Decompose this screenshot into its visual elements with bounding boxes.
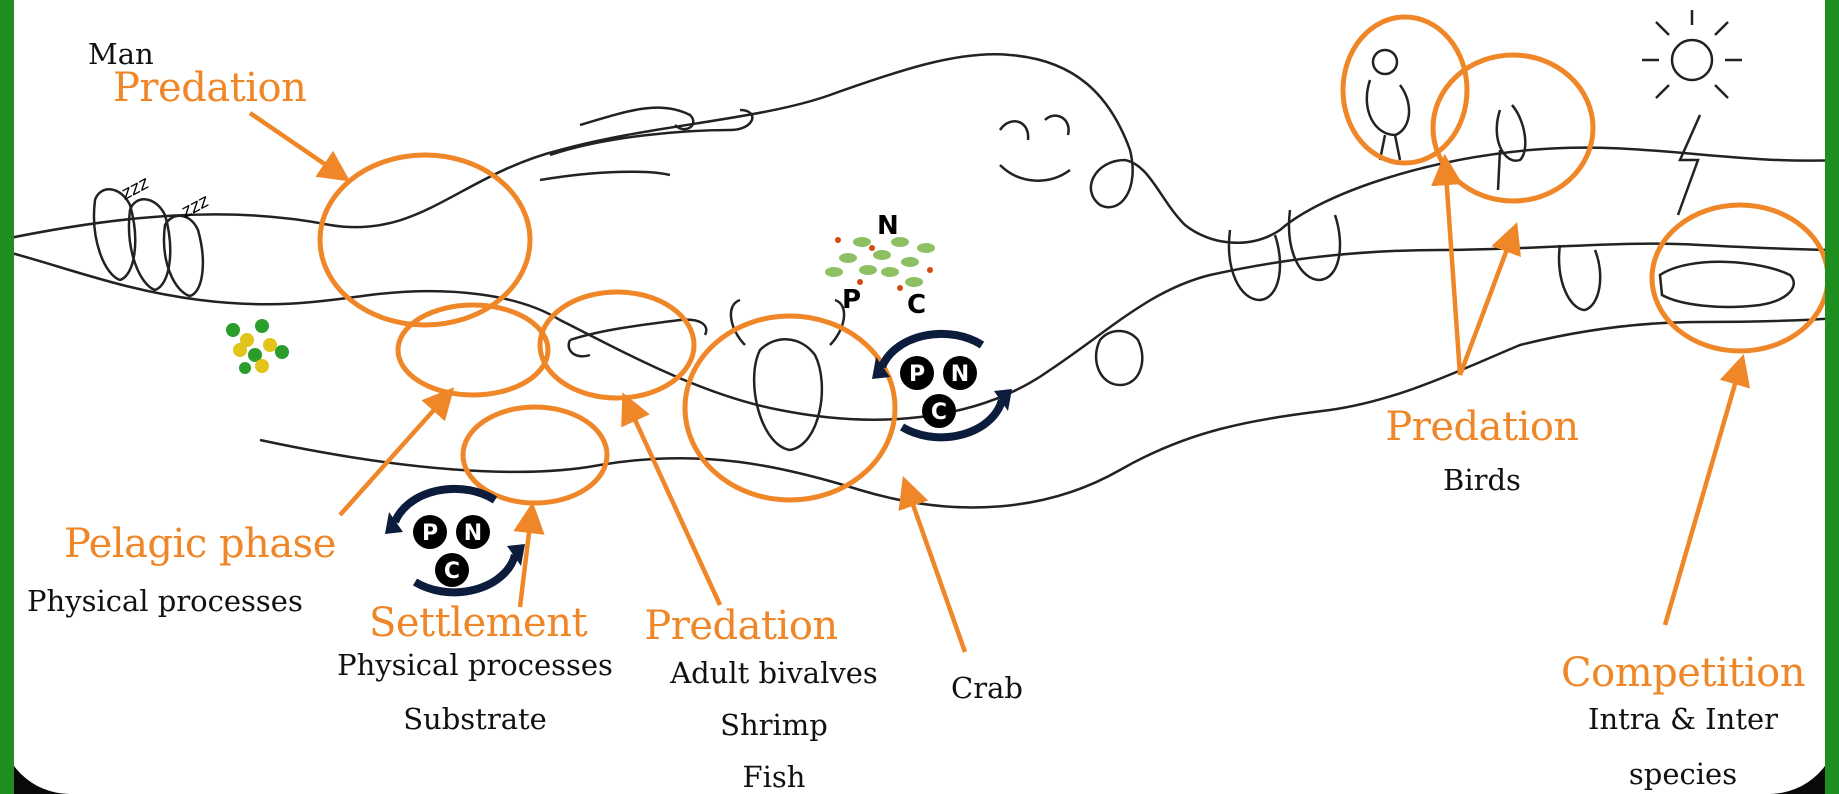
nutrient-particles bbox=[825, 237, 935, 291]
label-predation-mid-sub2: Shrimp bbox=[720, 711, 828, 740]
label-predation-mid-sub3: Fish bbox=[743, 763, 806, 792]
plankton-dots-left bbox=[226, 319, 289, 374]
circle-man bbox=[320, 155, 530, 325]
bird-body bbox=[1367, 80, 1409, 135]
cycle-right-c: C bbox=[931, 400, 947, 425]
wave-face-eyes bbox=[1000, 116, 1070, 181]
label-predation-birds: Predation bbox=[1385, 407, 1578, 447]
bird-head bbox=[1373, 50, 1397, 74]
label-crab: Crab bbox=[951, 674, 1023, 703]
cycle-right-p: P bbox=[909, 362, 925, 387]
label-predation-mid-sub1: Adult bivalves bbox=[670, 659, 878, 688]
label-competition: Competition bbox=[1561, 653, 1805, 693]
wind-swirl-3 bbox=[540, 172, 670, 180]
wind-swirl-2 bbox=[550, 110, 752, 155]
nutrient-p: P bbox=[842, 287, 861, 313]
circle-oyster bbox=[1652, 205, 1828, 351]
arrow-man bbox=[250, 113, 345, 178]
nutrient-n: N bbox=[877, 213, 899, 239]
arrow-birds-1 bbox=[1445, 160, 1460, 375]
label-settlement-sub2: Substrate bbox=[403, 705, 547, 734]
circle-settlement bbox=[463, 407, 607, 503]
cycle-left-c: C bbox=[444, 559, 460, 584]
circle-bird bbox=[1343, 17, 1467, 163]
sun-rays bbox=[1642, 10, 1742, 98]
label-competition-sub2: species bbox=[1629, 760, 1737, 789]
mussel-right-2 bbox=[1559, 245, 1600, 310]
arrows bbox=[250, 113, 1742, 652]
nutrient-cycle-left: P N C bbox=[385, 489, 525, 592]
label-pelagic-sub: Physical processes bbox=[27, 587, 303, 616]
circle-crab bbox=[685, 316, 895, 500]
label-predation-mid: Predation bbox=[644, 606, 837, 646]
mussel-cluster-right bbox=[1229, 210, 1340, 300]
flower-1 bbox=[1497, 105, 1526, 190]
label-pelagic-phase: Pelagic phase bbox=[64, 524, 336, 564]
highlight-circles bbox=[320, 17, 1828, 503]
nutrient-c: C bbox=[907, 292, 926, 318]
cycle-left-n: N bbox=[464, 521, 482, 546]
crab-body bbox=[754, 339, 822, 450]
arrow-predation-shrimp bbox=[625, 398, 720, 605]
shrimp bbox=[569, 320, 707, 357]
zzz-text-2: zzz bbox=[177, 190, 213, 223]
label-birds: Birds bbox=[1443, 466, 1521, 495]
circle-pelagic bbox=[398, 305, 548, 395]
label-settlement: Settlement bbox=[369, 603, 587, 643]
arrow-pelagic bbox=[340, 392, 450, 515]
sun-face bbox=[1672, 40, 1712, 80]
label-predation-man: Predation bbox=[113, 68, 306, 108]
label-competition-sub1: Intra & Inter bbox=[1588, 705, 1778, 734]
small-crab bbox=[1096, 331, 1142, 385]
cycle-left-p: P bbox=[422, 521, 438, 546]
oyster-bed bbox=[1660, 262, 1794, 307]
cycle-right-n: N bbox=[951, 362, 969, 387]
frame-right bbox=[1825, 0, 1839, 794]
shore-line bbox=[0, 244, 1839, 420]
label-settlement-sub1: Physical processes bbox=[337, 651, 613, 680]
wind-swirl-1 bbox=[580, 108, 693, 130]
frame-left bbox=[0, 0, 14, 794]
lightning bbox=[1678, 115, 1700, 215]
arrow-competition bbox=[1665, 360, 1742, 625]
circle-shrimp bbox=[540, 292, 694, 398]
